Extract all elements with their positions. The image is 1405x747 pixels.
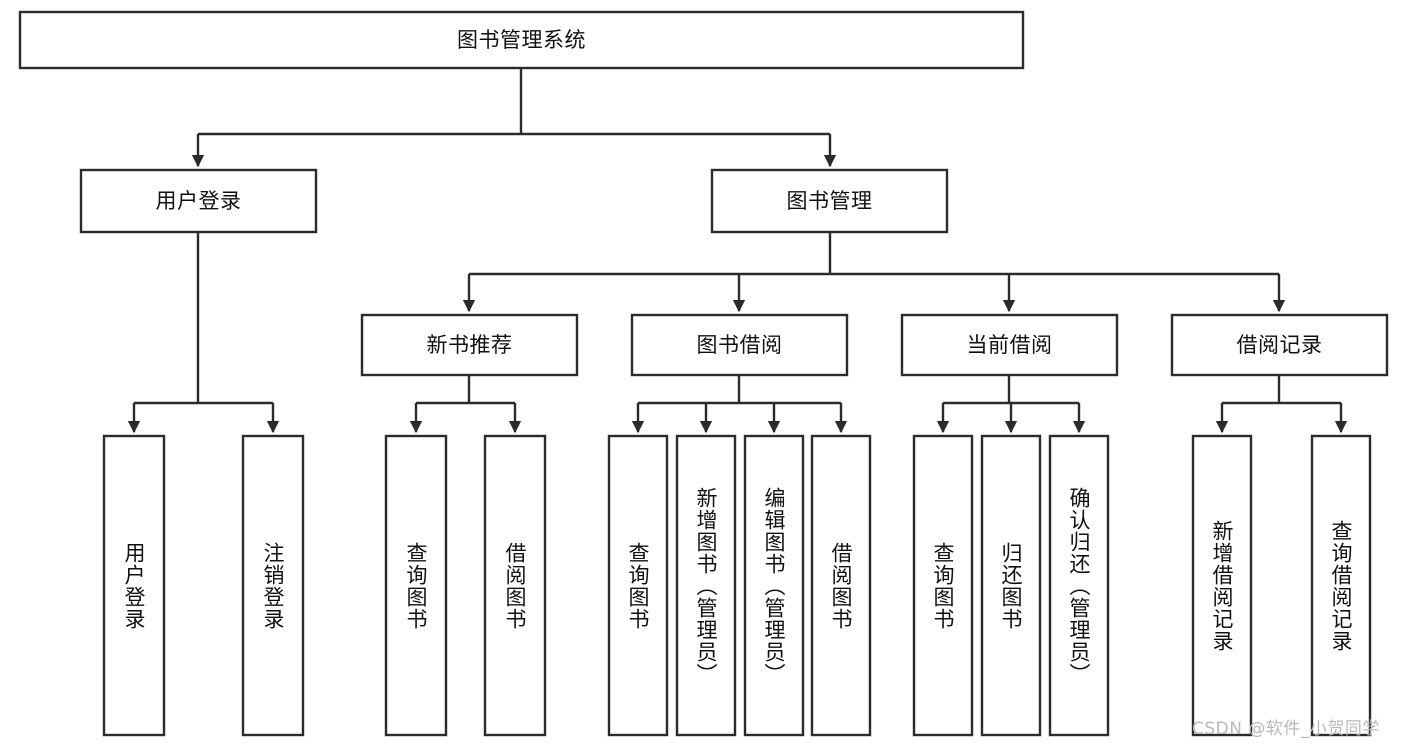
node-box-leaf-user-login[interactable]: [102, 434, 166, 737]
node-box-current-borrow[interactable]: [900, 313, 1119, 377]
node-box-leaf-add-book[interactable]: [675, 434, 737, 737]
node-box-leaf-query-record[interactable]: [1310, 434, 1372, 737]
node-box-leaf-borrow-book-rec[interactable]: [483, 434, 547, 737]
node-box-book-borrow[interactable]: [630, 313, 849, 377]
node-box-leaf-query-book-borrow[interactable]: [607, 434, 669, 737]
node-box-leaf-confirm-return[interactable]: [1048, 434, 1110, 737]
node-box-leaf-add-record[interactable]: [1191, 434, 1253, 737]
node-box-leaf-edit-book[interactable]: [743, 434, 805, 737]
node-box-book-manage[interactable]: [710, 168, 949, 234]
node-box-root[interactable]: [18, 10, 1025, 70]
node-box-user-login[interactable]: [79, 168, 318, 234]
node-box-leaf-borrow-book[interactable]: [810, 434, 872, 737]
node-box-leaf-return-book[interactable]: [980, 434, 1042, 737]
node-box-borrow-record[interactable]: [1170, 313, 1389, 377]
node-box-leaf-user-logout[interactable]: [241, 434, 305, 737]
node-box-new-book-rec[interactable]: [360, 313, 579, 377]
node-box-leaf-query-book-cur[interactable]: [912, 434, 974, 737]
node-box-leaf-query-book-rec[interactable]: [384, 434, 448, 737]
